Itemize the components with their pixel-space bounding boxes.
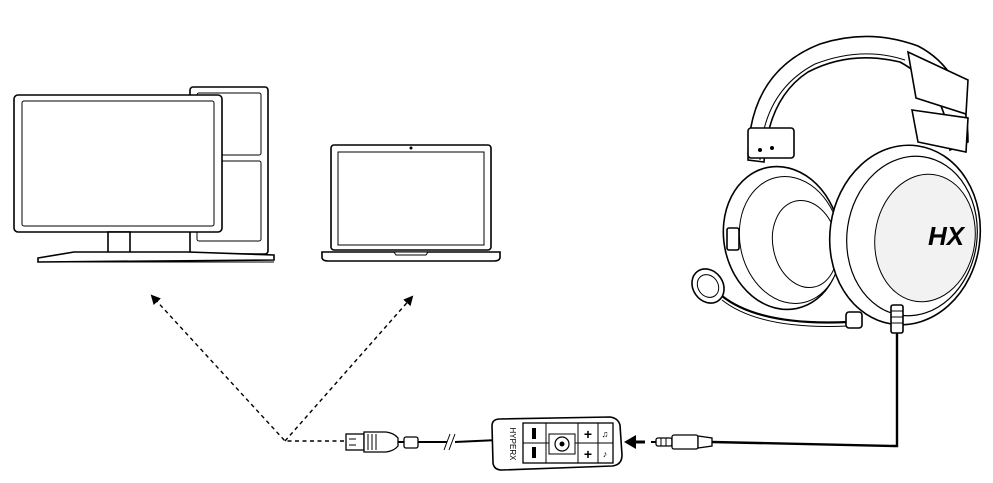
jack-insert-arrow	[624, 435, 645, 449]
audio-control-box-icon: HYPERX + + ♫ ♪	[491, 416, 623, 471]
arrow-to-laptop	[284, 295, 414, 442]
usb-connection-arrows	[150, 294, 414, 442]
headset-cable	[711, 332, 899, 448]
mic-minus-indicator	[532, 447, 536, 458]
headset-icon: HX	[691, 35, 982, 334]
mic-glyph: ♪	[603, 449, 608, 459]
volume-minus-indicator	[532, 428, 536, 439]
usb-connector-icon	[345, 431, 499, 453]
volume-plus-symbol: +	[584, 426, 592, 442]
mic-plus-symbol: +	[584, 446, 592, 462]
control-box-brand: HYPERX	[508, 428, 517, 462]
arrow-to-desktop	[150, 294, 344, 442]
laptop-icon	[321, 144, 501, 262]
desktop-computer-icon	[13, 86, 275, 263]
headset-logo: HX	[928, 221, 966, 251]
headphone-glyph: ♫	[602, 429, 609, 439]
audio-jack-icon	[651, 434, 713, 450]
